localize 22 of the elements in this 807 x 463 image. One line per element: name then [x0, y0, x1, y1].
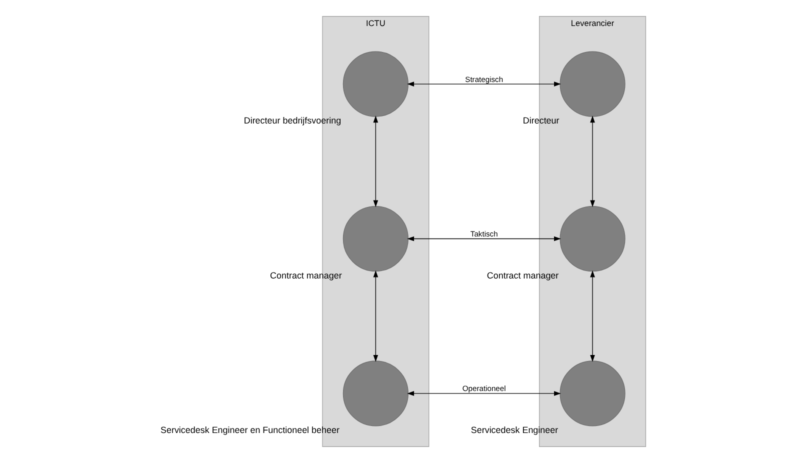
- node-label: Contract manager: [486, 270, 558, 280]
- node-circle: [559, 206, 625, 272]
- edge-label: Strategisch: [464, 74, 503, 84]
- node-circle: [559, 360, 625, 426]
- node-label: Directeur bedrijfsvoering: [243, 116, 341, 126]
- edge-label: Taktisch: [470, 230, 498, 239]
- arrow: [590, 270, 594, 362]
- arrow: [406, 236, 560, 242]
- node-circle: [342, 360, 408, 426]
- arrow: [406, 82, 560, 86]
- node-label: Servicedesk Engineer: [470, 425, 558, 436]
- arrow: [372, 116, 378, 208]
- arrow: [590, 116, 594, 208]
- node-label: Servicedesk Engineer en Functioneel beheer: [160, 425, 339, 436]
- node-circle: [559, 51, 625, 117]
- arrow: [372, 270, 378, 362]
- node-label: Directeur: [522, 116, 559, 126]
- arrow: [406, 391, 560, 396]
- edge-label: Operationeel: [462, 384, 506, 394]
- node-circle: [342, 51, 408, 117]
- node-circle: [342, 206, 408, 272]
- node-label: Contract manager: [270, 270, 342, 280]
